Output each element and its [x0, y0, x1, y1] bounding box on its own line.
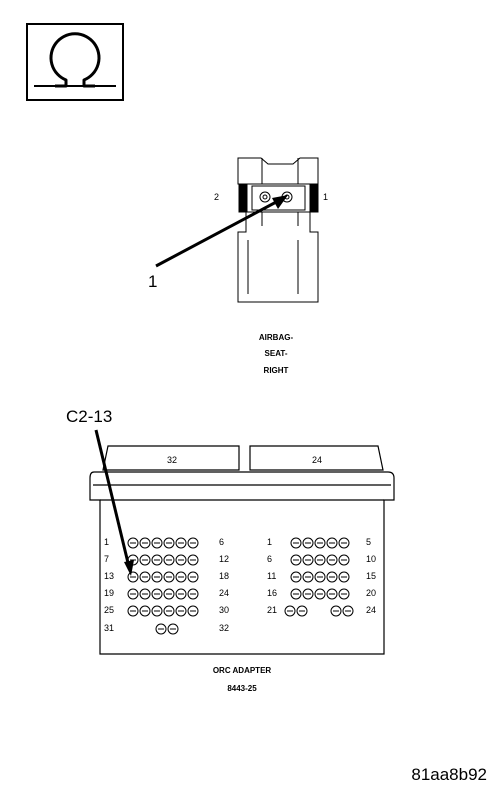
left-row-start-label: 7	[104, 554, 110, 564]
airbag-connector-drawing	[237, 157, 319, 303]
right-row-start-label: 11	[267, 571, 277, 581]
left-row-start-label: 13	[104, 571, 115, 581]
pin-marks	[130, 542, 351, 630]
right-row-end-label: 24	[366, 605, 377, 615]
left-row-2	[127, 554, 199, 566]
c2-13-callout-arrow	[124, 560, 134, 576]
left-row-1	[127, 537, 199, 549]
right-row-end-label: 15	[366, 571, 377, 581]
right-row-start-label: 6	[267, 554, 273, 564]
airbag-callout-label: 1	[148, 272, 158, 291]
right-row-start-label: 1	[267, 537, 273, 547]
airbag-pin-callout-line	[155, 198, 281, 268]
left-row-end-label: 32	[219, 623, 230, 633]
left-row-3	[127, 571, 199, 583]
right-row-5	[284, 605, 354, 617]
connector-label-right: 24	[311, 455, 323, 465]
left-row-start-label: 25	[104, 605, 115, 615]
c2-13-callout-line	[94, 429, 131, 568]
left-row-start-label: 19	[104, 588, 115, 598]
airbag-pin-callout-arrow	[272, 195, 288, 209]
ohm-symbol-icon	[26, 23, 124, 101]
orc-top-connectors	[102, 445, 384, 471]
left-row-end-label: 24	[219, 588, 230, 598]
right-row-1	[290, 537, 350, 549]
left-row-6	[155, 623, 179, 635]
left-row-4	[127, 588, 199, 600]
right-row-start-label: 16	[267, 588, 278, 598]
left-row-5	[127, 605, 199, 617]
airbag-pin-label-left: 2	[214, 192, 220, 202]
orc-adapter-part-number: 8443-25	[227, 684, 257, 693]
right-pin-block	[284, 537, 354, 617]
right-row-end-label: 20	[366, 588, 377, 598]
left-row-end-label: 18	[219, 571, 230, 581]
left-row-end-label: 12	[219, 554, 230, 564]
airbag-name-line-2: SEAT-	[264, 349, 288, 358]
right-row-4	[290, 588, 350, 600]
left-row-end-label: 30	[219, 605, 230, 615]
right-row-start-label: 21	[267, 605, 278, 615]
right-row-end-label: 5	[366, 537, 372, 547]
left-row-start-label: 1	[104, 537, 110, 547]
connector-label-left: 32	[166, 455, 178, 465]
airbag-name-line-1: AIRBAG-	[258, 333, 294, 342]
right-row-end-label: 10	[366, 554, 377, 564]
orc-adapter-body	[89, 471, 395, 655]
orc-adapter-title: ORC ADAPTER	[212, 666, 272, 675]
airbag-pin-label-right: 1	[323, 192, 329, 202]
right-row-3	[290, 571, 350, 583]
left-row-start-label: 31	[104, 623, 115, 633]
right-row-2	[290, 554, 350, 566]
c2-13-callout-label: C2-13	[66, 407, 113, 426]
left-pin-block	[127, 537, 199, 635]
figure-id: 81aa8b92	[411, 765, 487, 784]
left-row-end-label: 6	[219, 537, 225, 547]
airbag-name-line-3: RIGHT	[263, 366, 289, 375]
